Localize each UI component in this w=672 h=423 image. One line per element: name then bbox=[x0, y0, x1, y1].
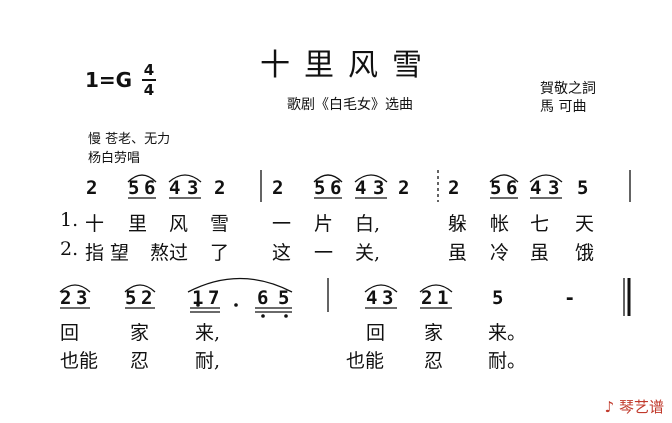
note: 2 bbox=[272, 177, 284, 199]
lyricist-credit: 賀敬之詞 bbox=[540, 81, 596, 97]
lyric: 片 bbox=[314, 213, 334, 235]
note: 7 bbox=[208, 287, 220, 309]
logo-mark-icon: ♪ bbox=[604, 398, 615, 416]
watermark-logo: ♪ 琴艺谱 bbox=[605, 396, 664, 417]
song-title: 十里风雪 bbox=[260, 48, 436, 83]
lyric: 了 bbox=[210, 242, 230, 264]
note: 2 bbox=[141, 287, 153, 309]
lyric: 回 bbox=[60, 322, 80, 344]
lyric: 十 bbox=[85, 213, 105, 235]
lyric: 七 bbox=[530, 213, 550, 235]
lyric: 耐, bbox=[195, 350, 221, 372]
lyric: 指 bbox=[85, 242, 105, 264]
lyric: 帐 bbox=[490, 213, 510, 235]
note: 5 bbox=[128, 177, 140, 199]
slur bbox=[313, 174, 343, 183]
lyric: 望 bbox=[110, 242, 130, 264]
note: 2 bbox=[448, 177, 460, 199]
slur bbox=[187, 277, 293, 293]
note-hold: - bbox=[564, 287, 576, 309]
lyric: 冷 bbox=[490, 242, 510, 264]
note: 2 bbox=[60, 287, 72, 309]
slur bbox=[419, 284, 453, 293]
verse-number: 1. bbox=[60, 209, 79, 231]
note: 2 bbox=[214, 177, 226, 199]
note: 1 bbox=[437, 287, 449, 309]
lyric: 关, bbox=[355, 242, 381, 264]
note: 5 bbox=[125, 287, 137, 309]
lyric: 躲 bbox=[448, 213, 468, 235]
note: 3 bbox=[373, 177, 385, 199]
lyric: 里 bbox=[128, 213, 148, 235]
note: 4 bbox=[355, 177, 367, 199]
composer-credit: 馬 可曲 bbox=[540, 99, 587, 115]
lyric: 回 bbox=[366, 322, 386, 344]
octave-dot bbox=[284, 314, 288, 318]
key-signature: 1=G bbox=[85, 68, 133, 92]
note: 6 bbox=[144, 177, 156, 199]
slur bbox=[489, 174, 519, 183]
note: 3 bbox=[76, 287, 88, 309]
lyric: 耐。 bbox=[488, 350, 527, 372]
lyric: 忍 bbox=[130, 350, 150, 372]
note: 5 bbox=[492, 287, 504, 309]
note: 4 bbox=[366, 287, 378, 309]
lyric: 熬过 bbox=[150, 242, 189, 264]
note: 5 bbox=[314, 177, 326, 199]
note: 4 bbox=[530, 177, 542, 199]
time-signature-bottom: 4 bbox=[143, 81, 155, 99]
note: 3 bbox=[548, 177, 560, 199]
watermark-text: 琴艺谱 bbox=[618, 398, 664, 416]
note: 6 bbox=[506, 177, 518, 199]
lyric: 雪 bbox=[210, 213, 230, 235]
slur bbox=[364, 284, 398, 293]
note: 6 bbox=[257, 287, 269, 309]
slur bbox=[124, 284, 156, 293]
slur bbox=[127, 174, 157, 183]
time-signature: 4 4 bbox=[140, 62, 158, 98]
lyric: 家 bbox=[130, 322, 150, 344]
lyric: 也能 bbox=[346, 350, 385, 372]
song-subtitle: 歌剧《白毛女》选曲 bbox=[287, 97, 413, 113]
lyric: 来, bbox=[195, 322, 221, 344]
singer-label: 杨白劳唱 bbox=[88, 151, 141, 166]
note: 3 bbox=[187, 177, 199, 199]
slur bbox=[59, 284, 91, 293]
lyric: 天 bbox=[575, 213, 595, 235]
lyric: 也能 bbox=[60, 350, 99, 372]
lyric: 风 bbox=[169, 213, 189, 235]
lyric: 一 bbox=[314, 242, 334, 264]
lyric: 虽 bbox=[448, 242, 468, 264]
lyric: 一 bbox=[272, 213, 292, 235]
lyric: 家 bbox=[424, 322, 444, 344]
lyric: 来。 bbox=[488, 322, 527, 344]
note: 2 bbox=[86, 177, 98, 199]
slur bbox=[354, 174, 388, 183]
note: 1 bbox=[192, 287, 204, 309]
note: 5 bbox=[577, 177, 589, 199]
tempo-marking: 慢 苍老、无力 bbox=[88, 132, 171, 147]
note: 3 bbox=[382, 287, 394, 309]
slur bbox=[168, 174, 202, 183]
note: 5 bbox=[490, 177, 502, 199]
note: 2 bbox=[421, 287, 433, 309]
lyric: 这 bbox=[272, 242, 292, 264]
lyric: 虽 bbox=[530, 242, 550, 264]
note: 6 bbox=[330, 177, 342, 199]
octave-dot bbox=[234, 303, 238, 307]
note: 5 bbox=[278, 287, 290, 309]
note: 4 bbox=[169, 177, 181, 199]
slur bbox=[529, 174, 563, 183]
lyric: 白, bbox=[355, 213, 381, 235]
lyric: 饿 bbox=[575, 242, 595, 264]
time-signature-top: 4 bbox=[143, 61, 155, 79]
octave-dot bbox=[196, 303, 200, 307]
lyric: 忍 bbox=[424, 350, 444, 372]
verse-number: 2. bbox=[60, 238, 79, 260]
note: 2 bbox=[398, 177, 410, 199]
octave-dot bbox=[261, 314, 265, 318]
